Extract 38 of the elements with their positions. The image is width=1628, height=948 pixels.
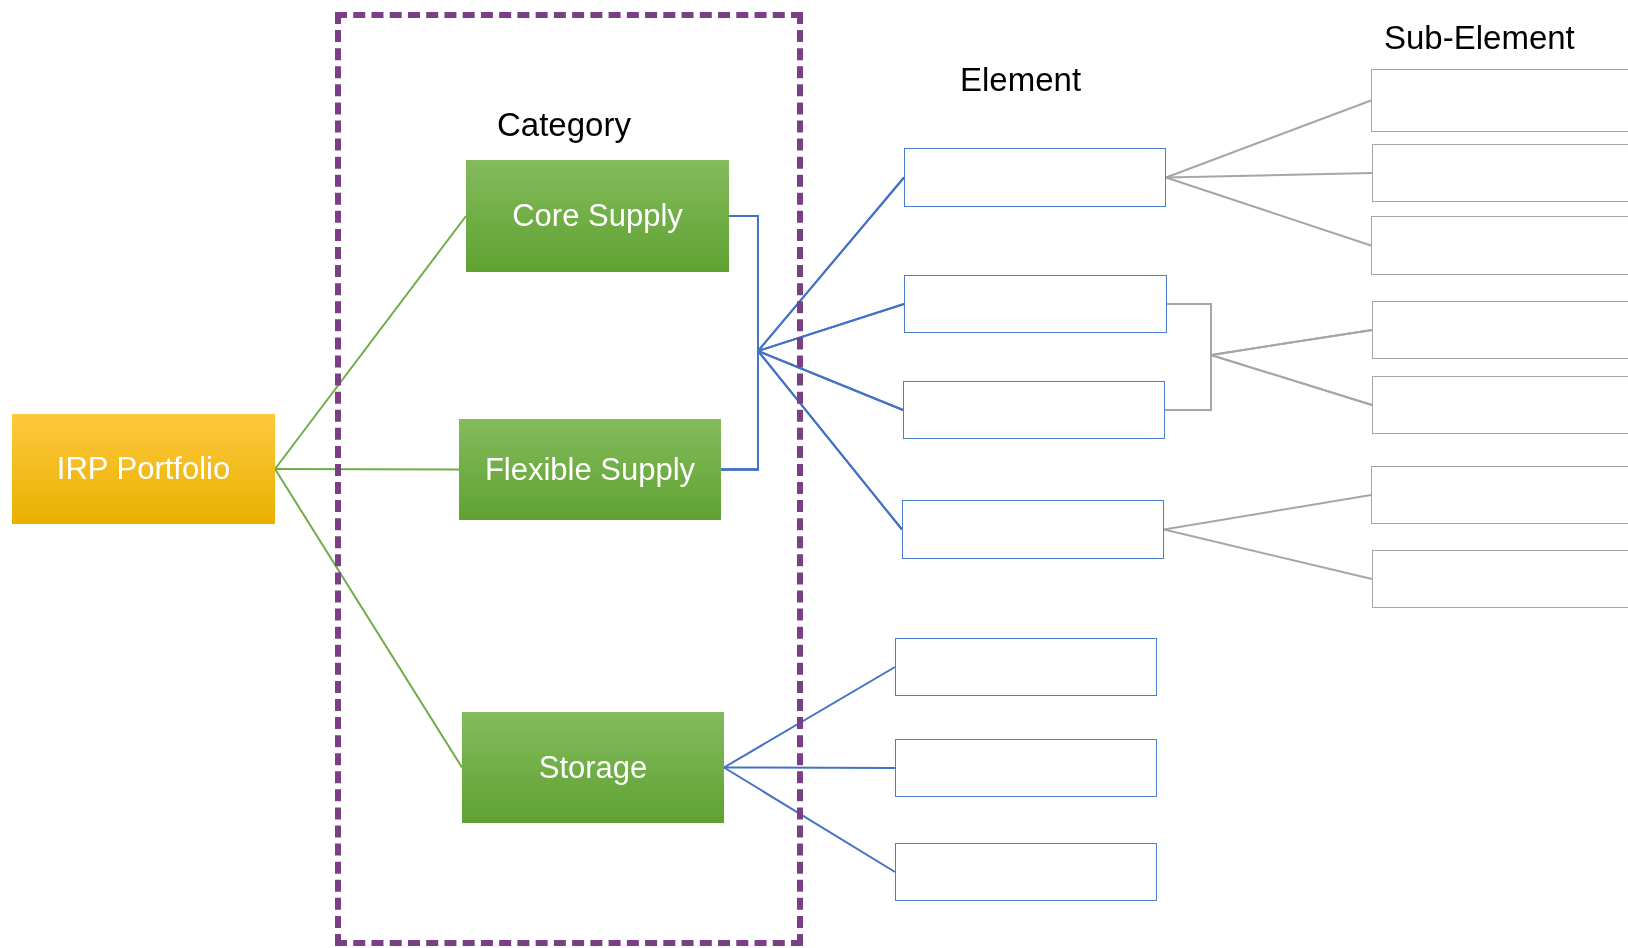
sub-element-box [1371,216,1628,275]
element-box [895,638,1157,696]
portfolio-box [12,414,275,524]
category-box [466,160,729,272]
element-box [895,843,1157,901]
node-label: Flexible Supply [484,451,696,488]
connector-line [723,766,896,769]
sub-element-box [1372,376,1628,434]
connector-line [274,215,467,470]
node-label: Core Supply [512,198,683,234]
connector-line [723,766,896,873]
connector-line [274,468,460,471]
sub-element-box [1371,466,1628,524]
connector-line [1164,353,1373,411]
sub-element-box [1372,550,1628,608]
connector-line [1163,528,1373,580]
connector-line [1165,176,1372,247]
element-box [895,739,1157,797]
category-group [335,12,803,946]
connector-line [1163,494,1372,531]
category-box [459,419,721,520]
connector-line [723,666,896,769]
element-box [902,500,1164,559]
sub-element-box [1372,144,1628,202]
sub-element-box [1372,301,1628,359]
element-box [904,148,1166,207]
node-label: Storage [538,749,648,786]
element-box [904,275,1167,333]
connector-line [1165,99,1372,179]
sub-element-box [1371,69,1628,132]
node-label: IRP Portfolio [56,451,231,487]
connector-line [274,468,463,769]
element-box [903,381,1165,439]
column-heading: Sub-Element [1384,19,1575,57]
connector-line [1165,172,1373,179]
column-heading: Element [960,61,1082,99]
category-box [462,712,724,823]
group-heading: Category [497,106,631,144]
